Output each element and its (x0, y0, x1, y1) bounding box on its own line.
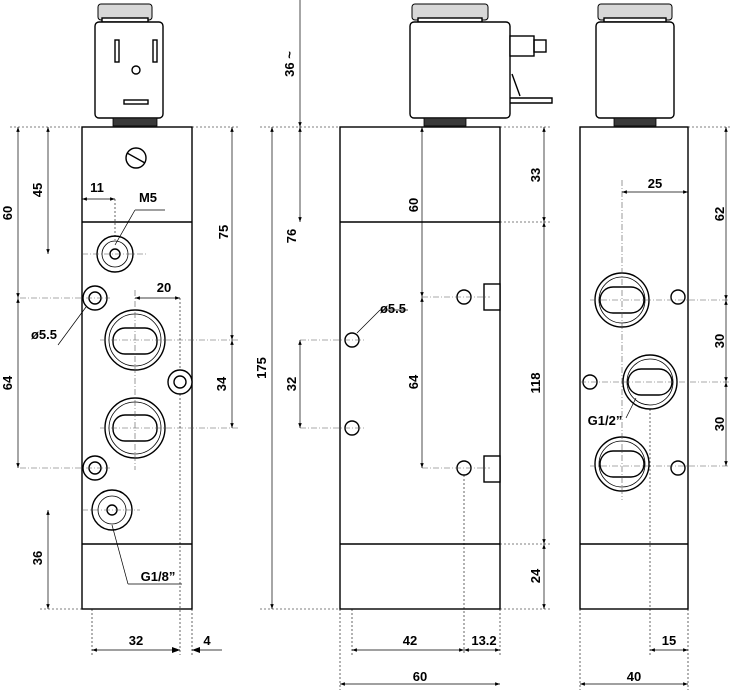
label-hole-diameter-side: ø5.5 (380, 301, 406, 316)
dim-33: 33 (528, 168, 543, 182)
end-hole-lower (670, 460, 686, 476)
dim-11: 11 (90, 180, 104, 195)
front-coil-pin-left (114, 39, 120, 63)
front-view: 60 45 11 M5 75 20 ø5.5 64 34 36 G1/8” 32… (0, 3, 240, 655)
dim-175: 175 (254, 357, 269, 379)
manual-override-slot (126, 152, 146, 164)
dim-4: 4 (203, 633, 211, 648)
front-coil-center-pin (131, 65, 141, 75)
front-coil-ground-pin (123, 99, 149, 105)
dim-40-width: 40 (627, 669, 641, 684)
dim-13-2: 13.2 (471, 633, 496, 648)
dim-75: 75 (216, 225, 231, 239)
dim-24: 24 (528, 568, 543, 583)
dim-60-side-width: 60 (413, 669, 427, 684)
dim-60-side: 60 (406, 198, 421, 212)
label-hole-diameter-front: ø5.5 (31, 327, 57, 342)
side-coil (409, 21, 511, 119)
end-coil-nut (613, 117, 657, 127)
front-mounting-hole-right (167, 369, 193, 395)
dim-32-width: 32 (129, 633, 143, 648)
side-body (339, 126, 501, 610)
dim-30-lower: 30 (712, 417, 727, 431)
end-hole-upper (670, 289, 686, 305)
dim-20: 20 (157, 280, 171, 295)
side-view: 36 ~ 76 175 32 60 ø5.5 64 33 118 24 42 1… (254, 0, 553, 690)
dim-30-upper: 30 (712, 334, 727, 348)
dim-118: 118 (528, 373, 543, 394)
side-lug-lower (483, 455, 501, 483)
dim-62: 62 (712, 207, 727, 221)
dim-36-solenoid: 36 ~ (282, 51, 297, 77)
dim-42: 42 (403, 633, 417, 648)
end-view: 25 62 30 30 G1/2” 15 40 (579, 3, 732, 690)
dim-36-bottom: 36 (30, 551, 45, 565)
side-coil-lead (510, 97, 553, 104)
dim-60-front: 60 (0, 206, 15, 220)
dim-34: 34 (214, 376, 229, 391)
dim-64-side: 64 (406, 374, 421, 389)
label-m5: M5 (139, 190, 157, 205)
side-lug-upper (483, 283, 501, 311)
dim-15: 15 (662, 633, 676, 648)
label-g18: G1/8” (141, 569, 176, 584)
side-coil-nut (423, 117, 467, 127)
dim-32-side: 32 (284, 377, 299, 391)
dim-64-front: 64 (0, 375, 15, 390)
end-coil (595, 21, 675, 119)
side-coil-connector (509, 35, 535, 57)
front-coil-pin-right (152, 39, 158, 63)
dim-45: 45 (30, 183, 45, 197)
front-coil-nut (112, 117, 158, 127)
dim-76: 76 (284, 229, 299, 243)
label-g12: G1/2” (588, 413, 623, 428)
dim-25: 25 (648, 176, 662, 191)
